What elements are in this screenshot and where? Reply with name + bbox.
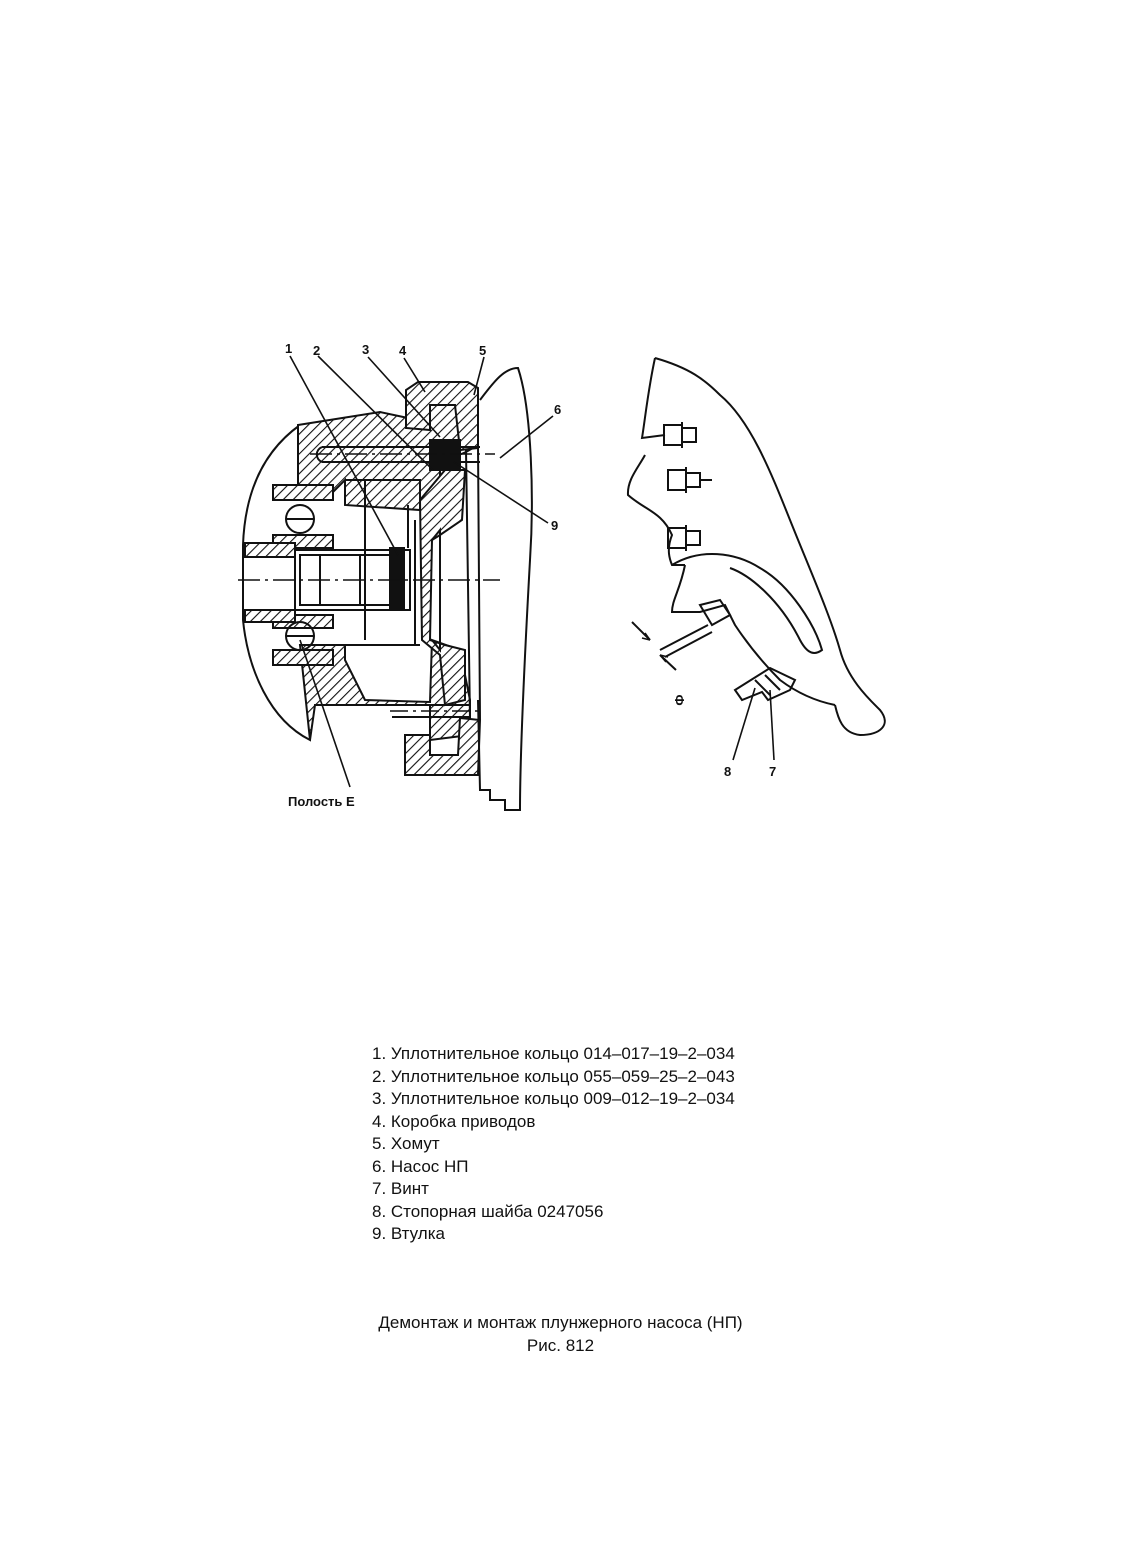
pump-body (477, 366, 533, 811)
callout-2: 2 (313, 343, 320, 358)
callout-8: 8 (724, 764, 731, 779)
legend-item: 6. Насос НП (372, 1156, 469, 1176)
legend-item: 7. Винт (372, 1179, 429, 1198)
parts-legend: 1. Уплотнительное кольцо 014–017–19–2–03… (372, 1043, 735, 1246)
bearing-ball-lower (285, 621, 315, 651)
external-view (626, 357, 886, 737)
housing-outline (242, 424, 311, 742)
shaft (244, 542, 296, 623)
legend-item: 5. Хомут (372, 1134, 440, 1153)
pump-plate (431, 444, 481, 721)
legend-item: 9. Втулка (372, 1224, 445, 1243)
flange (418, 469, 467, 707)
callout-5: 5 (479, 343, 486, 358)
shaft-ring (389, 547, 405, 611)
figure-number: Рис. 812 (526, 1336, 595, 1355)
figure-title: Демонтаж и монтаж плунжерного насоса (НП… (378, 1313, 743, 1332)
legend-item: 2. Уплотнительное кольцо 055–059–25–2–04… (372, 1066, 735, 1086)
legend-item: 4. Коробка приводов (372, 1111, 536, 1131)
clamp-screw (733, 666, 797, 702)
callout-7: 7 (769, 764, 776, 779)
leader-lines-left (289, 355, 554, 788)
bearing-upper (272, 484, 334, 549)
gearbox-lower-edge (671, 553, 824, 654)
legend-item: 1. Уплотнительное кольцо 014–017–19–2–03… (372, 1044, 735, 1063)
callout-4: 4 (399, 343, 407, 358)
legend-item: 8. Стопорная шайба 0247056 (372, 1201, 604, 1221)
callout-9: 9 (551, 518, 558, 533)
callout-6: 6 (554, 402, 561, 417)
callout-3: 3 (362, 342, 369, 357)
cavity-label: Полость Е (288, 794, 355, 809)
gearbox-left-edge (626, 357, 685, 566)
pump-housing-ext (670, 564, 836, 706)
gap-label: Ф (672, 694, 687, 705)
callout-1: 1 (285, 341, 292, 356)
gearbox-outline (654, 357, 886, 737)
bolt-lower (392, 704, 470, 718)
legend-item: 3. Уплотнительное кольцо 009–012–19–2–03… (372, 1089, 735, 1108)
leader-lines-right (732, 687, 775, 761)
bearing-ball-upper (285, 504, 315, 534)
sectional-view (238, 366, 533, 811)
bolt-heads (663, 422, 712, 551)
